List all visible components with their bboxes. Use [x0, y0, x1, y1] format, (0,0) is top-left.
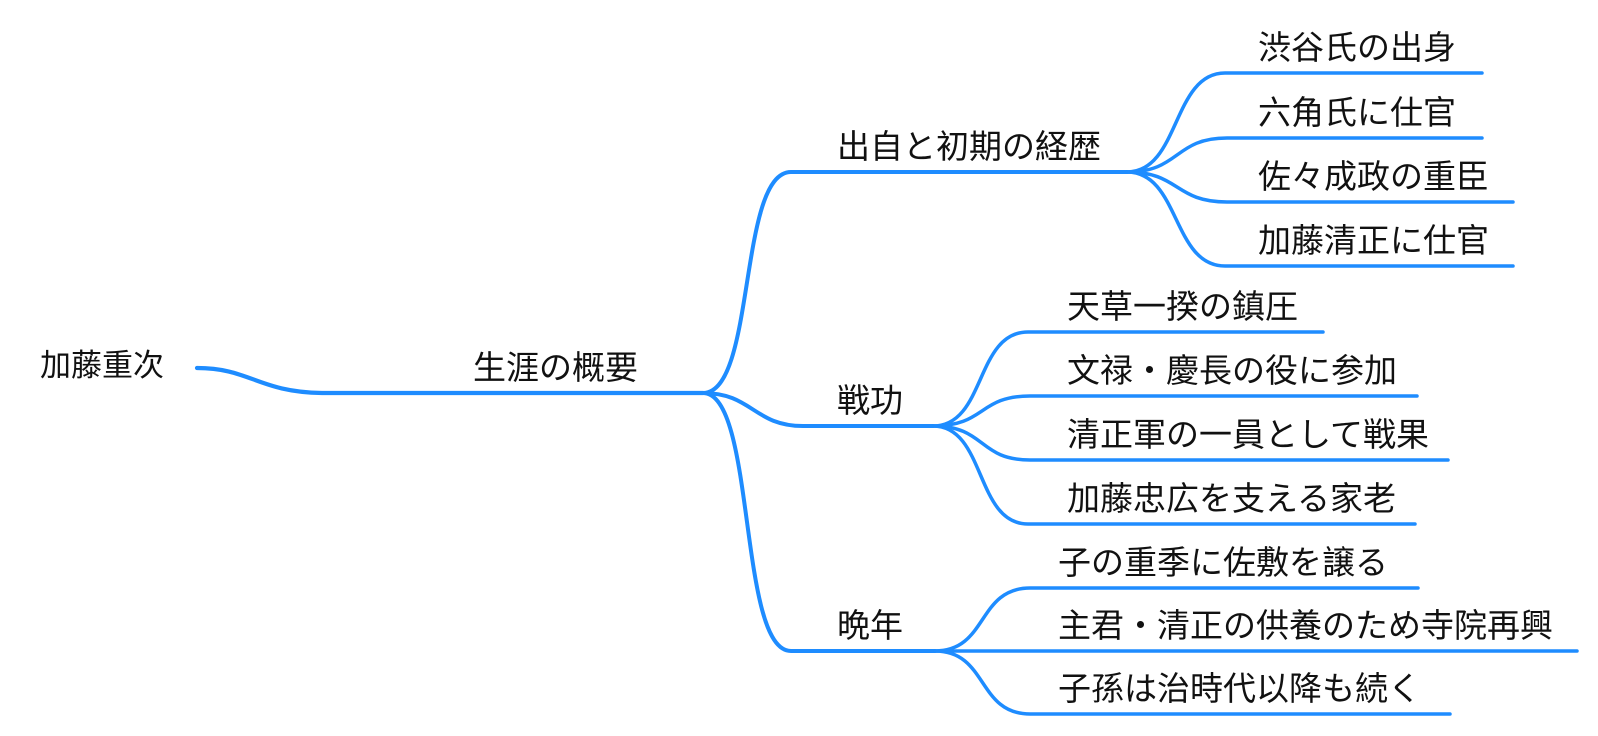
link-origin-leaf-1	[1125, 71, 1484, 174]
branch-node-war[interactable]: 戦功	[837, 382, 903, 419]
leaf-node[interactable]: 子の重季に佐敷を譲る	[1058, 544, 1388, 581]
link-overview-to-branch-origin	[701, 170, 1129, 395]
link-origin-leaf-3	[1125, 170, 1515, 204]
link-war-leaf-2	[931, 394, 1419, 428]
leaf-node[interactable]: 渋谷氏の出身	[1258, 29, 1456, 66]
link-war-leaf-1	[931, 330, 1325, 428]
leaf-node[interactable]: 子孫は治時代以降も続く	[1058, 670, 1421, 707]
link-war-leaf-3	[931, 424, 1450, 462]
branch-node-later-years[interactable]: 晩年	[837, 607, 903, 644]
leaf-node[interactable]: 主君・清正の供養のため寺院再興	[1058, 607, 1553, 644]
link-war-leaf-4	[931, 424, 1417, 526]
link-group	[194, 71, 1579, 716]
link-origin-leaf-4	[1125, 170, 1515, 268]
leaf-node[interactable]: 加藤忠広を支える家老	[1067, 480, 1397, 517]
branch-node-origin[interactable]: 出自と初期の経歴	[837, 128, 1101, 165]
link-overview-to-branch-later	[701, 391, 937, 653]
node-overview[interactable]: 生涯の概要	[473, 349, 638, 386]
link-overview-to-branch-war	[701, 391, 935, 428]
link-later-leaf-3	[933, 649, 1452, 716]
leaf-node[interactable]: 六角氏に仕官	[1258, 94, 1456, 131]
leaf-node[interactable]: 清正軍の一員として戦果	[1067, 416, 1430, 453]
node-root[interactable]: 加藤重次	[40, 348, 164, 383]
link-root-to-overview	[194, 365, 706, 396]
leaf-node[interactable]: 天草一揆の鎮圧	[1067, 288, 1298, 325]
leaf-node[interactable]: 佐々成政の重臣	[1258, 158, 1489, 195]
link-later-leaf-1	[933, 586, 1420, 653]
leaf-node[interactable]: 加藤清正に仕官	[1258, 222, 1489, 259]
leaf-node[interactable]: 文禄・慶長の役に参加	[1067, 352, 1397, 389]
link-origin-leaf-2	[1125, 136, 1484, 174]
